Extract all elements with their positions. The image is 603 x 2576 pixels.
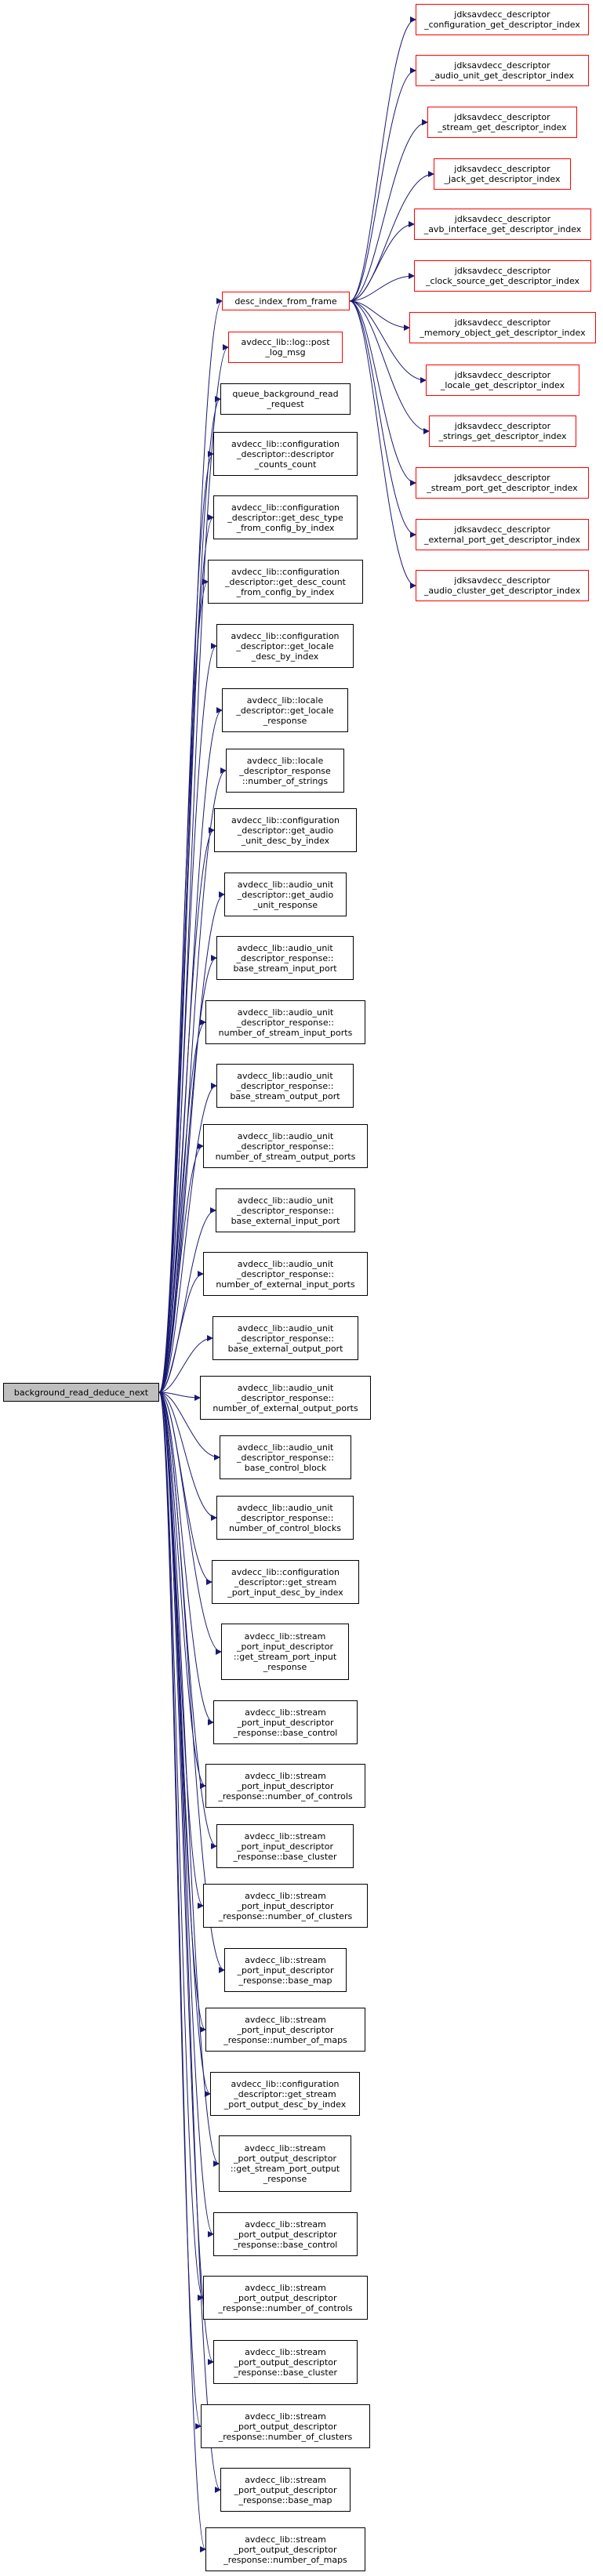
- edge-desc-index-to-jdks-6: [349, 273, 415, 302]
- node-callee-2[interactable]: avdecc_lib::configuration _descriptor::d…: [213, 432, 358, 476]
- node-callee-3[interactable]: avdecc_lib::configuration _descriptor::g…: [213, 495, 358, 539]
- edge-root-to-callee-22: [158, 1391, 214, 1725]
- node-callee-35[interactable]: avdecc_lib::stream _port_output_descript…: [205, 2527, 365, 2571]
- edge-root-to-callee-12: [158, 1083, 217, 1393]
- edge-desc-index-to-jdks-10: [349, 300, 416, 486]
- node-callee-19[interactable]: avdecc_lib::audio_unit _descriptor_respo…: [216, 1496, 354, 1540]
- node-callee-15[interactable]: avdecc_lib::audio_unit _descriptor_respo…: [203, 1252, 368, 1296]
- node-callee-27[interactable]: avdecc_lib::stream _port_input_descripto…: [205, 2008, 365, 2052]
- node-jdksavdecc-descriptor-3[interactable]: jdksavdecc_descriptor _stream_get_descri…: [427, 107, 577, 138]
- node-callee-13[interactable]: avdecc_lib::audio_unit _descriptor_respo…: [203, 1124, 368, 1168]
- edge-root-to-callee-19: [158, 1391, 217, 1521]
- node-callee-1[interactable]: queue_background_read _request: [220, 383, 351, 415]
- node-callee-7[interactable]: avdecc_lib::locale _descriptor_response …: [226, 749, 344, 793]
- node-callee-31[interactable]: avdecc_lib::stream _port_output_descript…: [203, 2276, 368, 2320]
- node-jdksavdecc-descriptor-4[interactable]: jdksavdecc_descriptor _jack_get_descript…: [434, 158, 571, 190]
- edge-desc-index-to-jdks-3: [349, 119, 428, 302]
- edge-desc-index-to-jdks-11: [349, 300, 416, 538]
- edge-desc-index-to-jdks-12: [349, 300, 416, 589]
- node-callee-25[interactable]: avdecc_lib::stream _port_input_descripto…: [203, 1884, 368, 1928]
- node-callee-34[interactable]: avdecc_lib::stream _port_output_descript…: [220, 2468, 351, 2512]
- edge-root-to-callee-1: [158, 396, 221, 1393]
- edge-desc-index-to-jdks-7: [349, 300, 410, 331]
- edge-root-to-callee-11: [158, 1019, 206, 1393]
- edge-root-to-callee-16: [158, 1335, 213, 1393]
- node-jdksavdecc-descriptor-7[interactable]: jdksavdecc_descriptor _memory_object_get…: [409, 312, 596, 343]
- node-callee-26[interactable]: avdecc_lib::stream _port_input_descripto…: [224, 1948, 347, 1992]
- node-callee-30[interactable]: avdecc_lib::stream _port_output_descript…: [213, 2212, 358, 2256]
- node-callee-17[interactable]: avdecc_lib::audio_unit _descriptor_respo…: [200, 1376, 371, 1420]
- node-jdksavdecc-descriptor-5[interactable]: jdksavdecc_descriptor _avb_interface_get…: [414, 209, 591, 240]
- node-jdksavdecc-descriptor-8[interactable]: jdksavdecc_descriptor _locale_get_descri…: [426, 365, 579, 396]
- edge-root-to-callee-26: [158, 1391, 225, 1973]
- node-log-post-log-msg[interactable]: avdecc_lib::log::post _log_msg: [228, 332, 343, 363]
- edge-root-to-callee-17: [158, 1391, 201, 1401]
- node-callee-9[interactable]: avdecc_lib::audio_unit _descriptor::get_…: [224, 873, 347, 916]
- edge-root-to-callee-3: [158, 514, 214, 1393]
- node-jdksavdecc-descriptor-2[interactable]: jdksavdecc_descriptor _audio_unit_get_de…: [416, 55, 589, 86]
- node-jdksavdecc-descriptor-1[interactable]: jdksavdecc_descriptor _configuration_get…: [416, 4, 589, 35]
- node-callee-28[interactable]: avdecc_lib::configuration _descriptor::g…: [210, 2072, 360, 2116]
- node-callee-4[interactable]: avdecc_lib::configuration _descriptor::g…: [208, 560, 363, 604]
- edge-root-to-callee-5: [158, 643, 217, 1393]
- node-callee-8[interactable]: avdecc_lib::configuration _descriptor::g…: [214, 808, 357, 852]
- edge-root-to-callee-31: [158, 1391, 204, 2301]
- edge-root-to-callee-23: [158, 1391, 206, 1789]
- edge-root-to-callee-13: [158, 1143, 204, 1393]
- edge-root-to-callee-18: [158, 1391, 220, 1460]
- node-callee-16[interactable]: avdecc_lib::audio_unit _descriptor_respo…: [213, 1316, 358, 1360]
- node-callee-32[interactable]: avdecc_lib::stream _port_output_descript…: [213, 2340, 358, 2384]
- edge-root-to-callee-21: [158, 1391, 222, 1655]
- node-desc-index-from-frame[interactable]: desc_index_from_frame: [222, 292, 350, 310]
- node-callee-24[interactable]: avdecc_lib::stream _port_input_descripto…: [216, 1824, 354, 1868]
- edge-desc-index-to-jdks-9: [349, 300, 430, 434]
- edge-desc-index-to-jdks-2: [349, 67, 416, 302]
- node-jdksavdecc-descriptor-10[interactable]: jdksavdecc_descriptor _stream_port_get_d…: [416, 467, 589, 499]
- node-jdksavdecc-descriptor-11[interactable]: jdksavdecc_descriptor _external_port_get…: [416, 519, 589, 550]
- edge-root-to-callee-4: [158, 579, 209, 1393]
- node-callee-12[interactable]: avdecc_lib::audio_unit _descriptor_respo…: [216, 1064, 354, 1108]
- node-jdksavdecc-descriptor-6[interactable]: jdksavdecc_descriptor _clock_source_get_…: [414, 260, 591, 292]
- edge-root-to-callee-35: [158, 1391, 206, 2552]
- node-callee-18[interactable]: avdecc_lib::audio_unit _descriptor_respo…: [220, 1435, 351, 1479]
- edge-root-to-callee-15: [158, 1271, 204, 1393]
- edge-root-to-callee-29: [158, 1391, 220, 2167]
- node-callee-20[interactable]: avdecc_lib::configuration _descriptor::g…: [212, 1560, 359, 1604]
- node-callee-33[interactable]: avdecc_lib::stream _port_output_descript…: [201, 2404, 370, 2448]
- node-background-read-deduce-next[interactable]: background_read_deduce_next: [3, 1383, 159, 1402]
- node-callee-11[interactable]: avdecc_lib::audio_unit _descriptor_respo…: [205, 1000, 365, 1044]
- node-callee-5[interactable]: avdecc_lib::configuration _descriptor::g…: [216, 624, 354, 668]
- node-jdksavdecc-descriptor-9[interactable]: jdksavdecc_descriptor _strings_get_descr…: [429, 415, 576, 447]
- node-callee-29[interactable]: avdecc_lib::stream _port_output_descript…: [219, 2135, 351, 2192]
- node-callee-22[interactable]: avdecc_lib::stream _port_input_descripto…: [213, 1700, 358, 1744]
- edge-desc-index-to-jdks-5: [349, 221, 415, 302]
- node-callee-14[interactable]: avdecc_lib::audio_unit _descriptor_respo…: [216, 1188, 355, 1232]
- node-jdksavdecc-descriptor-12[interactable]: jdksavdecc_descriptor _audio_cluster_get…: [416, 570, 589, 601]
- edge-desc-index-to-jdks-8: [349, 300, 427, 383]
- node-callee-6[interactable]: avdecc_lib::locale _descriptor::get_loca…: [222, 688, 348, 732]
- node-callee-23[interactable]: avdecc_lib::stream _port_input_descripto…: [205, 1764, 365, 1808]
- edge-desc-index-to-jdks-1: [349, 16, 416, 302]
- node-callee-21[interactable]: avdecc_lib::stream _port_input_descripto…: [221, 1624, 349, 1680]
- node-callee-10[interactable]: avdecc_lib::audio_unit _descriptor_respo…: [216, 936, 354, 980]
